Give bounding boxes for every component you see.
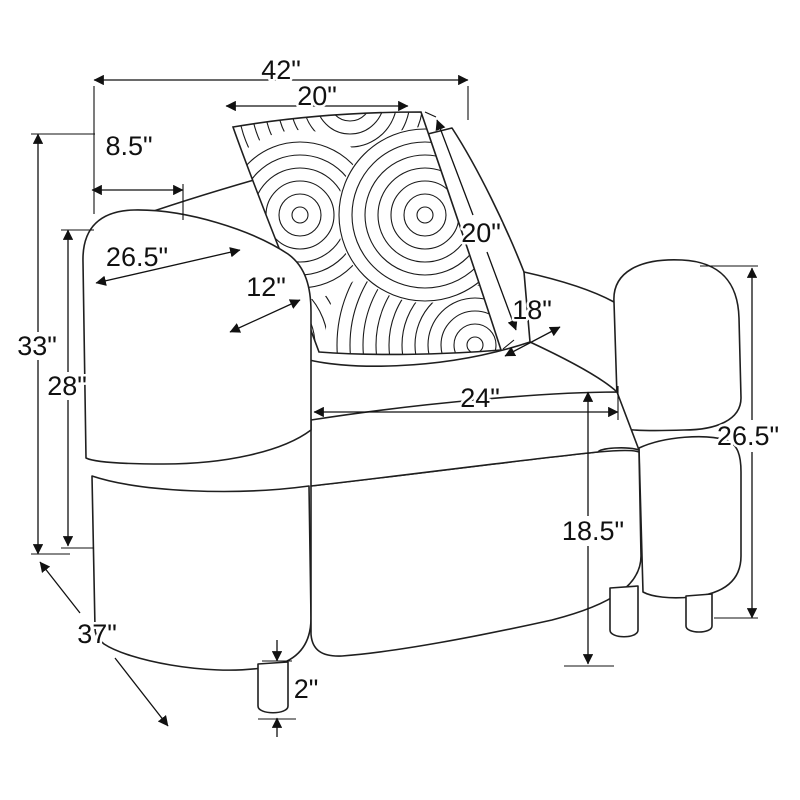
armchair-art xyxy=(82,111,742,714)
dim-label-right-side-height: 26.5" xyxy=(717,421,779,451)
dim-label-arm-height: 28" xyxy=(47,371,87,401)
dim-label-armrest-width: 12" xyxy=(246,272,286,302)
dim-label-seat-depth: 18" xyxy=(512,295,552,325)
dim-line-pillow-height-upper xyxy=(435,119,474,216)
dim-label-seat-width: 24" xyxy=(460,383,500,413)
right-arm-top-edge xyxy=(523,271,615,303)
dim-line-seat-depth xyxy=(504,326,561,357)
dim-line-pillow-height-lower xyxy=(486,251,518,331)
right-arm-lower xyxy=(638,435,742,599)
front-left-leg xyxy=(257,661,289,714)
right-arm-upper xyxy=(613,259,742,432)
base-left-section xyxy=(91,475,312,671)
front-right-leg xyxy=(609,585,639,638)
dim-label-seat-height: 18.5" xyxy=(562,516,624,546)
rear-right-leg xyxy=(685,593,713,633)
dim-line-backrest-width xyxy=(95,247,241,286)
dim-label-overall-depth: 37" xyxy=(77,619,117,649)
ext-pillow-height-top xyxy=(424,111,437,118)
dim-label-pillow-height: 20" xyxy=(461,218,501,248)
dim-label-arm-top-depth: 8.5" xyxy=(105,131,152,161)
seat-right-edge xyxy=(529,341,618,393)
dim-label-backrest-width: 26.5" xyxy=(106,242,168,272)
dim-label-overall-width: 42" xyxy=(261,55,301,85)
dim-line-armrest-width xyxy=(229,299,301,333)
dim-label-pillow-width: 20" xyxy=(297,81,337,111)
dim-label-overall-height: 33" xyxy=(17,331,57,361)
base-front-section xyxy=(310,449,642,657)
dim-line-overall-depth-lower xyxy=(114,657,169,727)
dim-label-leg-height: 2" xyxy=(294,674,319,704)
dimension-labels: 42" 20" 8.5" 26.5" 12" 20" 18" 24" 33" 2… xyxy=(15,53,782,707)
dim-line-overall-depth-upper xyxy=(39,561,81,614)
dimension-lines xyxy=(31,74,758,737)
